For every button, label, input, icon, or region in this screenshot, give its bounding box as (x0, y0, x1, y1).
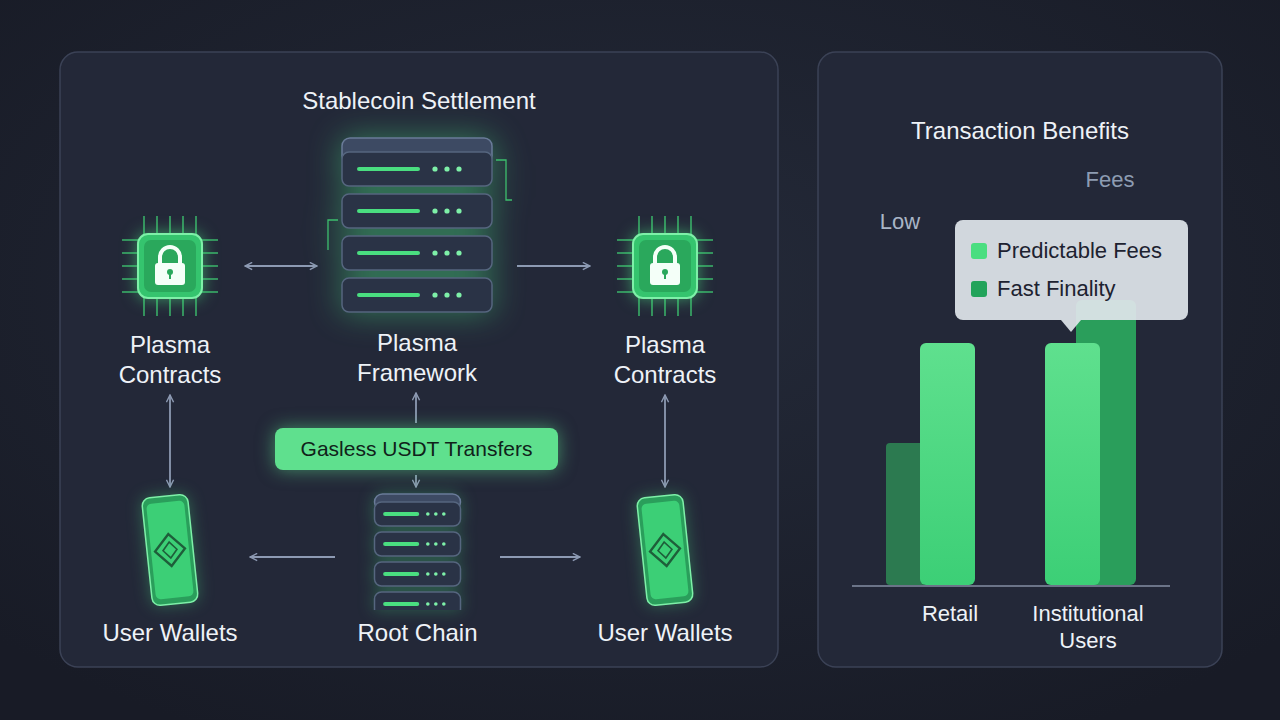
legend-row: Predictable Fees (967, 232, 1176, 270)
group-panel: Transaction Benefits (818, 52, 1222, 667)
chart-label: Fees (1070, 166, 1150, 193)
bar (1045, 343, 1100, 585)
component-node: User Wallets (95, 492, 245, 648)
connector-arrow (664, 395, 666, 487)
server-icon (340, 492, 495, 610)
panel-frame (818, 52, 1222, 667)
chart-label: Retail (885, 600, 1015, 627)
group-panel: Stablecoin SettlementPlasma ContractsPla… (60, 52, 778, 667)
chart-baseline (852, 585, 1170, 587)
server-icon (322, 130, 512, 320)
component-node: Plasma Contracts (100, 210, 240, 390)
node-label: Plasma Contracts (590, 330, 740, 390)
connector-arrow (169, 395, 171, 487)
legend-swatch (971, 243, 987, 259)
connector-arrow (500, 556, 580, 558)
phone-icon (590, 492, 740, 610)
legend-swatch (971, 281, 987, 297)
connector-arrow (245, 265, 317, 267)
connector-arrow (517, 265, 590, 267)
legend-text: Fast Finality (997, 276, 1116, 302)
component-node: User Wallets (585, 492, 745, 648)
connector-arrow (250, 556, 335, 558)
node-label: Gasless USDT Transfers (301, 436, 533, 462)
component-node: Plasma Contracts (595, 210, 735, 390)
component-node: Plasma Framework (322, 130, 512, 388)
phone-icon (95, 492, 245, 610)
connector-arrow (415, 475, 417, 487)
component-node: Root Chain (340, 492, 495, 648)
node-label: Root Chain (340, 618, 495, 648)
feature-pill: Gasless USDT Transfers (275, 428, 558, 470)
panel-title: Transaction Benefits (911, 116, 1129, 146)
legend-callout: Predictable FeesFast Finality (955, 220, 1188, 320)
chip-icon (100, 210, 240, 322)
chart-label: Institutional Users (1008, 600, 1168, 654)
panel-title: Stablecoin Settlement (302, 86, 535, 116)
node-label: Plasma Framework (342, 328, 492, 388)
node-label: User Wallets (585, 618, 745, 648)
panel-frame (60, 52, 778, 667)
bar (920, 343, 975, 585)
legend-text: Predictable Fees (997, 238, 1162, 264)
node-label: User Wallets (95, 618, 245, 648)
connector-arrow (415, 393, 417, 423)
chart-label: Low (860, 208, 940, 235)
node-label: Plasma Contracts (95, 330, 245, 390)
legend-row: Fast Finality (967, 270, 1176, 308)
chip-icon (595, 210, 735, 322)
